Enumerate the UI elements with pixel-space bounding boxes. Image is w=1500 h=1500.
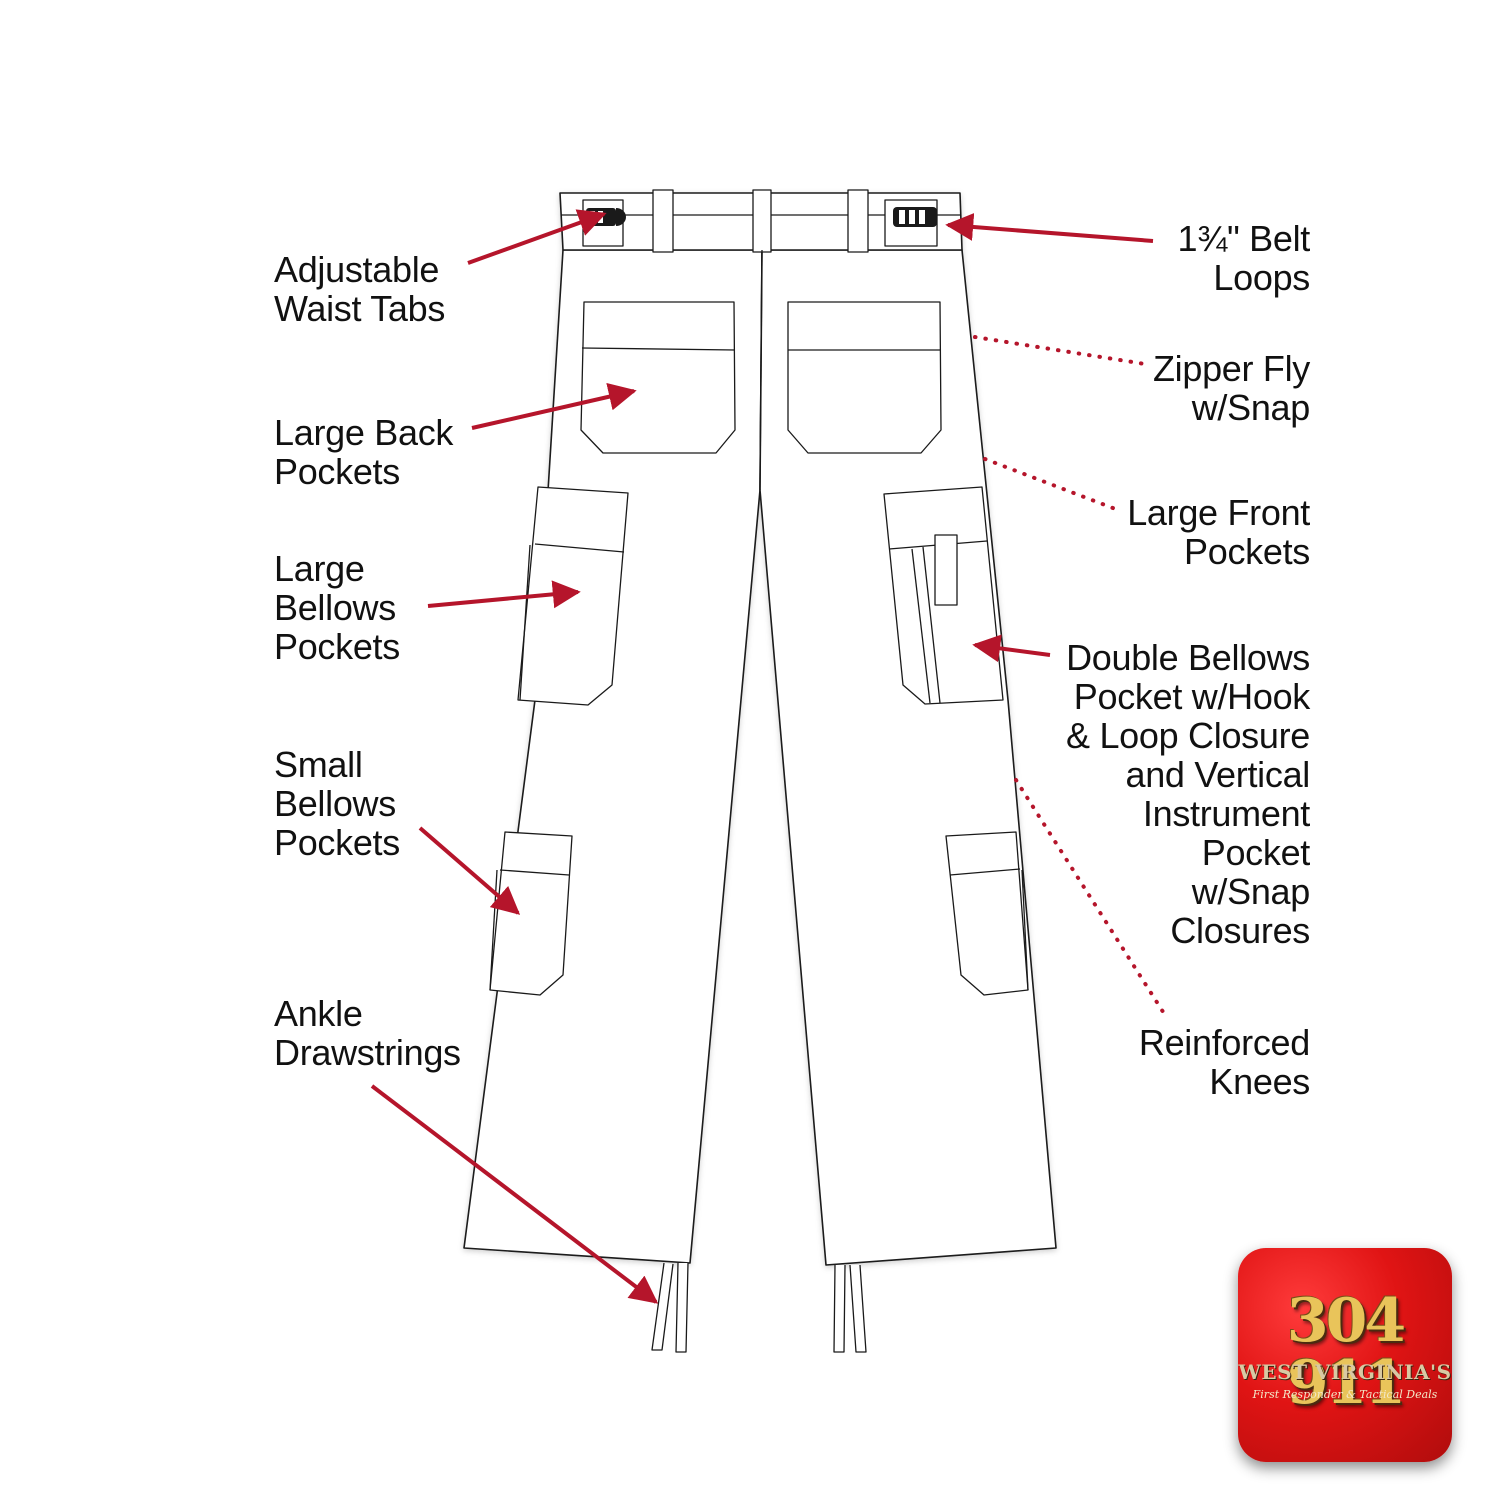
arrow-back-pockets bbox=[471, 382, 637, 430]
label-line: Bellows bbox=[274, 587, 396, 628]
label-line: Instrument bbox=[1142, 793, 1310, 834]
label-line: Bellows bbox=[274, 783, 396, 824]
label-line: Pockets bbox=[274, 822, 400, 863]
label-line: & Loop Closure bbox=[1066, 715, 1310, 756]
label-line: Zipper Fly bbox=[1152, 348, 1310, 389]
label-line: Large bbox=[274, 548, 365, 589]
label-line: and Vertical bbox=[1125, 754, 1310, 795]
waist-tab-buckle-right bbox=[893, 207, 937, 227]
label-line: Pocket w/Hook bbox=[1073, 676, 1311, 717]
callout-arrows bbox=[370, 209, 1154, 1304]
small-bellows-pocket-right bbox=[945, 831, 1029, 996]
small-bellows-pocket-left bbox=[489, 831, 573, 996]
instrument-pocket-tab bbox=[934, 534, 958, 606]
label-line: Pockets bbox=[1184, 531, 1310, 572]
label-line: Large Front bbox=[1127, 492, 1310, 533]
pants-outline bbox=[463, 192, 1057, 1266]
label-line: Drawstrings bbox=[274, 1032, 461, 1073]
label-ankle-drawstrings: Ankle Drawstrings bbox=[274, 994, 461, 1072]
callout-dotted-leaders bbox=[973, 335, 1167, 1017]
leader-zipper-fly bbox=[973, 335, 1147, 366]
center-seam bbox=[759, 249, 763, 491]
ankle-drawstrings-left bbox=[651, 1262, 689, 1353]
label-line: Waist Tabs bbox=[274, 288, 446, 329]
label-line: w/Snap bbox=[1191, 387, 1311, 428]
label-small-bellows-pockets: Small Bellows Pockets bbox=[274, 745, 400, 862]
label-double-bellows-pocket: Double Bellows Pocket w/Hook & Loop Clos… bbox=[1066, 638, 1310, 950]
arrow-small-bellows bbox=[418, 826, 521, 915]
arrow-double-bellows bbox=[972, 634, 1051, 663]
arrow-ankle-drawstrings bbox=[370, 1084, 659, 1304]
label-line: Knees bbox=[1209, 1061, 1310, 1102]
leader-reinforced-knees bbox=[1014, 778, 1167, 1017]
label-line: Pockets bbox=[274, 626, 400, 667]
arrow-large-bellows bbox=[427, 580, 581, 609]
logo-tagline: First Responder & Tactical Deals bbox=[1252, 1388, 1438, 1401]
label-reinforced-knees: Reinforced Knees bbox=[1139, 1023, 1310, 1101]
ankle-drawstrings-right bbox=[833, 1264, 867, 1353]
label-large-bellows-pockets: Large Bellows Pockets bbox=[274, 549, 400, 666]
label-line: Adjustable bbox=[274, 249, 440, 290]
back-pocket-left bbox=[580, 301, 736, 454]
logo-number: 304 911 bbox=[1286, 1286, 1406, 1418]
label-adjustable-waist-tabs: Adjustable Waist Tabs bbox=[274, 250, 445, 328]
label-line: Loops bbox=[1213, 257, 1310, 298]
label-line: Reinforced bbox=[1138, 1022, 1310, 1063]
leader-front-pockets bbox=[983, 457, 1120, 512]
label-zipper-fly: Zipper Fly w/Snap bbox=[1153, 349, 1310, 427]
brand-logo-badge: 304 911 WEST VIRGINIA'S First Responder … bbox=[1238, 1248, 1452, 1462]
arrow-belt-loops bbox=[945, 213, 1154, 243]
label-line: Ankle bbox=[274, 993, 363, 1034]
label-belt-loops: 1¾" Belt Loops bbox=[1177, 218, 1311, 298]
label-line: Closures bbox=[1170, 910, 1310, 951]
label-line: Small bbox=[274, 744, 363, 785]
label-large-front-pockets: Large Front Pockets bbox=[1127, 493, 1310, 571]
label-line: 1¾" Belt bbox=[1177, 218, 1311, 259]
label-line: Pocket bbox=[1201, 832, 1311, 873]
label-line: Pockets bbox=[274, 451, 400, 492]
label-line: Double Bellows bbox=[1066, 637, 1310, 678]
belt-loop bbox=[652, 189, 674, 253]
label-line: Large Back bbox=[274, 412, 454, 453]
label-large-back-pockets: Large Back Pockets bbox=[274, 413, 453, 491]
back-pocket-right bbox=[787, 301, 942, 454]
arrow-waist-tabs bbox=[467, 209, 607, 265]
label-line: w/Snap bbox=[1191, 871, 1311, 912]
belt-loop-center bbox=[752, 189, 772, 253]
logo-state: WEST VIRGINIA'S bbox=[1238, 1360, 1452, 1384]
belt-loop bbox=[847, 189, 869, 253]
